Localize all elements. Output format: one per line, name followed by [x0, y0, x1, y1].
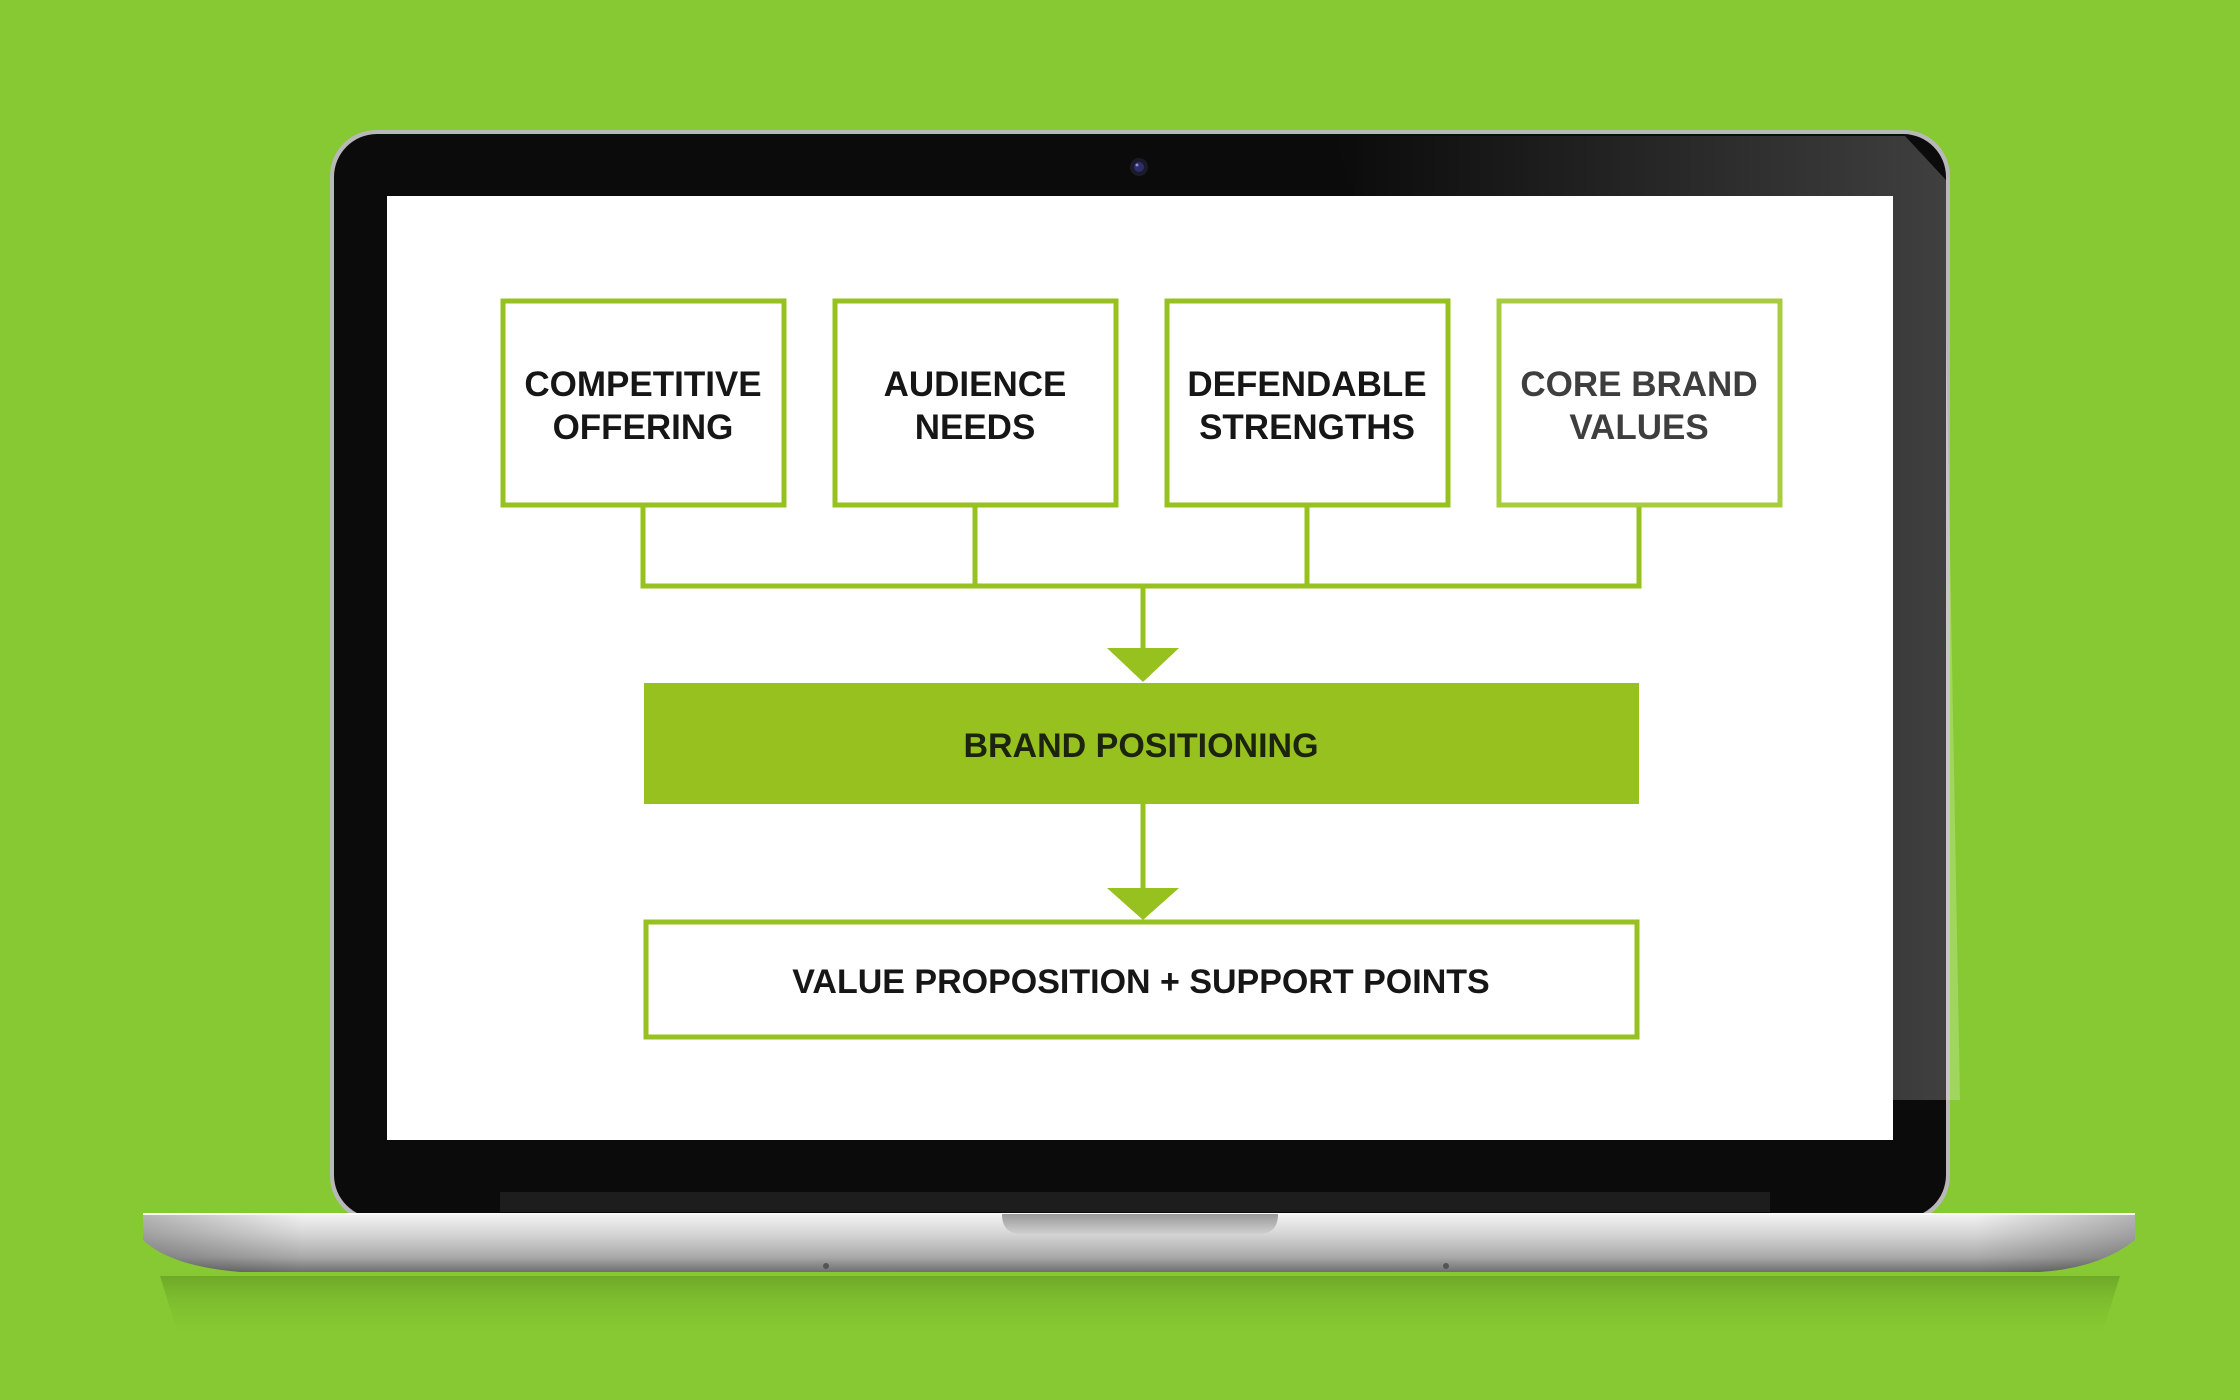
input-label-line1: COMPETITIVE	[524, 365, 761, 404]
laptop-reflection	[160, 1276, 2120, 1340]
input-label-line1: DEFENDABLE	[1187, 365, 1426, 404]
positioning-diagram: COMPETITIVE OFFERING AUDIENCE NEEDS DEFE…	[500, 298, 1783, 1040]
value-proposition-label: VALUE PROPOSITION + SUPPORT POINTS	[792, 963, 1489, 1001]
webcam-icon	[1130, 158, 1148, 176]
input-label-line2: VALUES	[1569, 408, 1708, 447]
laptop-base	[143, 1213, 2135, 1272]
input-box-defendable-strengths: DEFENDABLE STRENGTHS	[1164, 298, 1451, 508]
input-label-line1: AUDIENCE	[884, 365, 1067, 404]
brand-positioning-label: BRAND POSITIONING	[963, 727, 1318, 765]
arrow-down-icon	[1107, 648, 1179, 682]
brand-positioning-box: BRAND POSITIONING	[644, 683, 1639, 804]
input-label-line1: CORE BRAND	[1520, 365, 1757, 404]
input-label-line2: OFFERING	[553, 408, 734, 447]
arrow-down-icon	[1107, 888, 1179, 920]
value-proposition-box: VALUE PROPOSITION + SUPPORT POINTS	[643, 919, 1640, 1040]
input-label-line2: STRENGTHS	[1199, 408, 1415, 447]
input-box-competitive-offering: COMPETITIVE OFFERING	[500, 298, 787, 508]
lid-opening-notch	[1002, 1214, 1278, 1234]
connector-lines	[640, 507, 1642, 650]
input-box-audience-needs: AUDIENCE NEEDS	[832, 298, 1119, 508]
hinge-strip	[500, 1192, 1770, 1212]
input-box-core-brand-values: CORE BRAND VALUES	[1496, 298, 1783, 508]
input-label-line2: NEEDS	[915, 408, 1036, 447]
